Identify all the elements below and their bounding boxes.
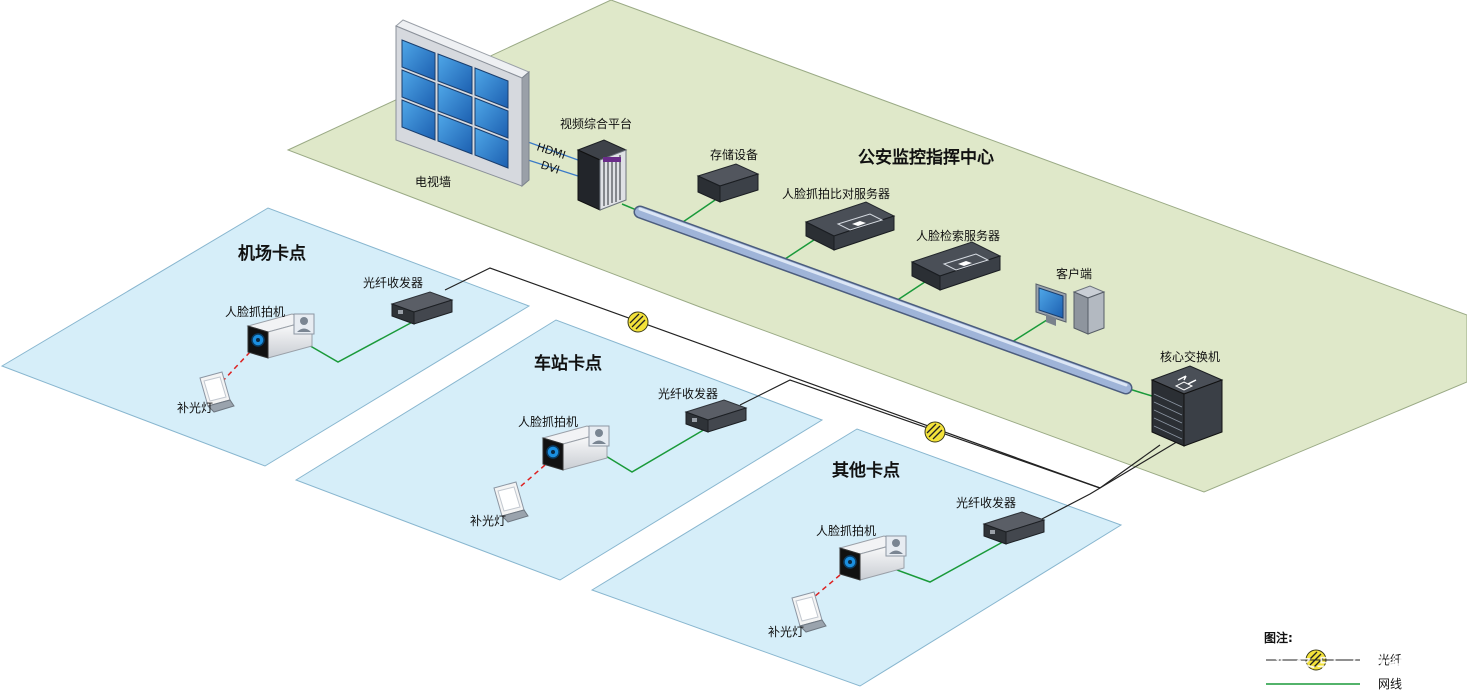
light-link-airport xyxy=(219,351,251,385)
fiber-line-other xyxy=(1039,439,1181,521)
transceiver-label-station: 光纤收发器 xyxy=(658,386,718,401)
light-label-other: 补光灯 xyxy=(768,625,804,639)
client-pc-icon[interactable] xyxy=(1035,283,1106,335)
watermark-text: 头条号 / 进步号 xyxy=(1268,654,1435,682)
backbone-bus xyxy=(633,205,1133,395)
legend-network-label: 网线 xyxy=(1378,677,1402,691)
legend: 图注: 光纤 网线 xyxy=(1264,630,1402,691)
client-label: 客户端 xyxy=(1056,266,1092,281)
light-label-station: 补光灯 xyxy=(470,514,506,528)
checkpoint-title-other: 其他卡点 xyxy=(832,460,900,481)
fiber-trunk xyxy=(1099,444,1161,489)
fiber-line-station xyxy=(739,379,1101,489)
net-cam-airport xyxy=(299,317,421,363)
checkpoint-title-station: 车站卡点 xyxy=(534,353,602,374)
storage-device-icon[interactable] xyxy=(696,163,760,203)
net-client xyxy=(1011,317,1051,343)
storage-label: 存储设备 xyxy=(710,147,758,162)
core-switch-icon[interactable] xyxy=(1150,365,1224,447)
command-center-zone xyxy=(286,0,1467,493)
transceiver-label-other: 光纤收发器 xyxy=(956,495,1016,510)
video-platform-icon[interactable] xyxy=(576,139,628,211)
hdmi-cable xyxy=(527,141,579,161)
light-label-airport: 补光灯 xyxy=(177,401,213,415)
transceiver-label-airport: 光纤收发器 xyxy=(363,275,423,290)
legend-title: 图注: xyxy=(1264,630,1293,645)
fiber-icon xyxy=(924,421,946,443)
core-switch-label: 核心交换机 xyxy=(1160,349,1220,364)
fiber-icon xyxy=(627,311,649,333)
legend-fiber-label: 光纤 xyxy=(1378,653,1402,667)
fiber-line-airport xyxy=(444,267,1101,489)
checkpoint-title-airport: 机场卡点 xyxy=(238,243,306,264)
net-cam-station xyxy=(595,424,713,473)
light-link-other xyxy=(807,574,841,603)
camera-label-other: 人脸抓拍机 xyxy=(816,523,876,538)
command-center-title: 公安监控指挥中心 xyxy=(858,147,994,168)
video-wall-icon[interactable] xyxy=(395,19,530,188)
video-wall-label: 电视墙 xyxy=(415,174,451,189)
dvi-cable xyxy=(527,159,579,177)
net-cam-other xyxy=(885,537,1011,583)
video-platform-label: 视频综合平台 xyxy=(560,116,632,131)
face-search-server-label: 人脸检索服务器 xyxy=(916,228,1000,243)
face-compare-server-label: 人脸抓拍比对服务器 xyxy=(782,186,890,201)
dvi-label: DVI xyxy=(539,158,561,176)
net-storage xyxy=(679,197,719,225)
camera-label-airport: 人脸抓拍机 xyxy=(225,304,285,319)
camera-label-station: 人脸抓拍机 xyxy=(518,414,578,429)
